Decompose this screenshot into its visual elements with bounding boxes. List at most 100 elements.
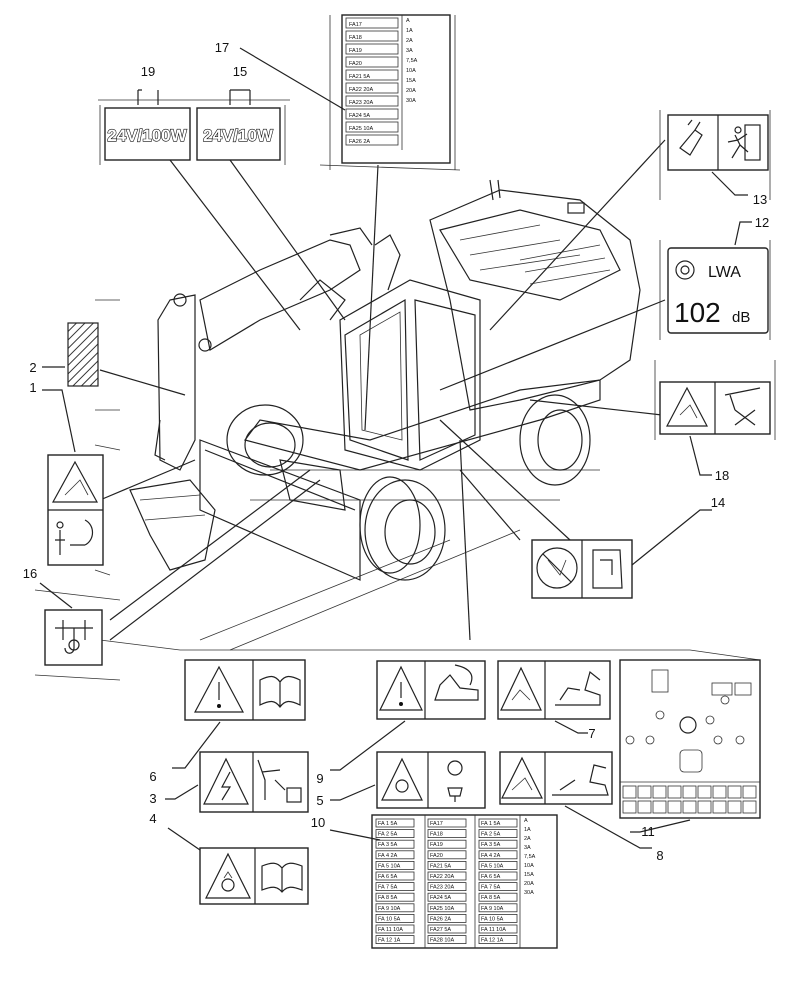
ear-protection-icon <box>675 260 695 280</box>
callout-7: 7 <box>588 726 595 741</box>
fuse-label: FA 11 10A <box>378 927 403 933</box>
warning-triangle-icon <box>205 852 251 899</box>
noise-symbol: LWA <box>708 264 741 281</box>
fuse-label: FA 3 5A <box>378 842 398 848</box>
excavator-person-icon <box>555 670 601 706</box>
voltage-100w-text: 24V/100W <box>107 126 187 145</box>
fuse-label: FA19 <box>430 842 443 848</box>
fuse-legend-label: 2A <box>406 38 413 44</box>
fuse-label: FA 1 5A <box>481 821 501 827</box>
warning-triangle-icon <box>381 757 423 801</box>
radiator-cap-icon <box>447 760 463 776</box>
callout-2: 2 <box>29 360 36 375</box>
decal-lifting-point <box>44 609 103 666</box>
function-symbol-icon <box>712 785 727 799</box>
fuse-label: FA 12 1A <box>481 938 504 944</box>
callout-8: 8 <box>656 848 663 863</box>
warning-triangle-icon <box>501 756 543 799</box>
function-symbol-icon <box>667 785 682 799</box>
fuse-label: FA22 20A <box>349 87 373 93</box>
fuse-label: FA26 2A <box>349 139 370 145</box>
function-symbol-icon <box>622 785 637 799</box>
running-man-icon <box>727 133 749 159</box>
fuse-legend-label: 7,5A <box>524 854 536 860</box>
callout-15: 15 <box>233 64 247 79</box>
callout-12: 12 <box>755 215 769 230</box>
leader-lines <box>99 139 761 661</box>
fuse-label: FA 4 2A <box>481 853 501 859</box>
excavator-drawing <box>129 179 641 651</box>
no-riding-icon <box>724 387 761 426</box>
noise-value: 102 <box>674 297 721 328</box>
function-symbol-icon <box>712 800 727 814</box>
fuse-label: FA21 5A <box>349 74 370 80</box>
fuse-label: FA20 <box>349 61 362 67</box>
fuse-legend-label: 10A <box>524 863 534 869</box>
fuse-label: FA 1 5A <box>378 821 398 827</box>
fuse-label: FA24 5A <box>430 895 451 901</box>
fuse-legend-label: 15A <box>406 78 416 84</box>
function-symbol-icon <box>652 785 667 799</box>
fuse-label: FA 10 5A <box>481 916 504 922</box>
warning-triangle-icon <box>379 665 423 711</box>
cab-door-icon <box>592 549 623 589</box>
warning-triangle-icon <box>500 666 542 711</box>
callout-9: 9 <box>316 771 323 786</box>
callout-16: 16 <box>23 566 37 581</box>
function-symbol-icon <box>682 785 697 799</box>
fuse-label: FA26 2A <box>430 916 451 922</box>
decal-radiator-pressure <box>376 751 486 809</box>
fuse-label: FA23 20A <box>430 885 454 891</box>
fuse-legend-label: 10A <box>406 68 416 74</box>
fuse-label: FA19 <box>349 48 362 54</box>
function-symbol-icon <box>667 800 682 814</box>
fuse-label: FA 5 10A <box>481 863 504 869</box>
fuse-legend-label: 2A <box>524 836 531 842</box>
fuse-label: FA 9 10A <box>378 906 401 912</box>
fuse-label: FA 6 5A <box>481 874 501 880</box>
function-symbol-icon <box>637 800 652 814</box>
manual-book-icon <box>261 862 303 893</box>
fuse-legend-label: 20A <box>524 881 534 887</box>
function-symbol-icon <box>727 785 742 799</box>
decal-24v-10w: 24V/10W <box>196 107 281 161</box>
fuse-label: FA 7 5A <box>481 885 501 891</box>
fuse-label: FA24 5A <box>349 113 370 119</box>
fuse-legend-label: 20A <box>406 88 416 94</box>
function-symbol-icon <box>637 785 652 799</box>
lightning-icon <box>221 771 232 801</box>
keep-distance-icon <box>55 519 94 555</box>
function-symbol-icon <box>697 785 712 799</box>
decal-emergency-exit <box>667 114 769 171</box>
decal-control-pattern <box>619 659 761 819</box>
callout-4: 4 <box>149 811 156 826</box>
callout-17: 17 <box>215 40 229 55</box>
function-symbol-icon <box>652 800 667 814</box>
fuse-legend-label: 3A <box>524 845 531 851</box>
fuse-legend-label: 30A <box>524 890 534 896</box>
callout-5: 5 <box>316 793 323 808</box>
control-symbol-icon <box>645 735 655 745</box>
noise-unit: dB <box>732 309 750 326</box>
fuse-label: FA17 <box>349 22 362 28</box>
fuse-label: FA18 <box>430 832 443 838</box>
control-symbol-icon <box>655 710 665 720</box>
control-symbol-icon <box>713 735 723 745</box>
decal-hot-surface <box>199 847 309 905</box>
warning-triangle-icon <box>194 665 244 713</box>
fuse-label: FA25 10A <box>430 906 454 912</box>
decal-noise-level: LWA 102 dB <box>667 247 769 334</box>
swing-excavator-icon <box>552 764 609 796</box>
control-symbol-icon <box>625 735 635 745</box>
fuse-label: FA21 5A <box>430 863 451 869</box>
fuse-label: FA27 5A <box>430 927 451 933</box>
fuse-label: FA 5 10A <box>378 863 401 869</box>
voltage-10w-text: 24V/10W <box>203 126 274 145</box>
fuse-legend-label: 15A <box>524 872 534 878</box>
callout-10: 10 <box>311 815 325 830</box>
decal-swing-area <box>499 751 613 805</box>
fuse-legend-label: 3A <box>406 48 413 54</box>
decal-read-manual <box>184 659 306 721</box>
fuse-legend-label: A <box>524 818 528 824</box>
